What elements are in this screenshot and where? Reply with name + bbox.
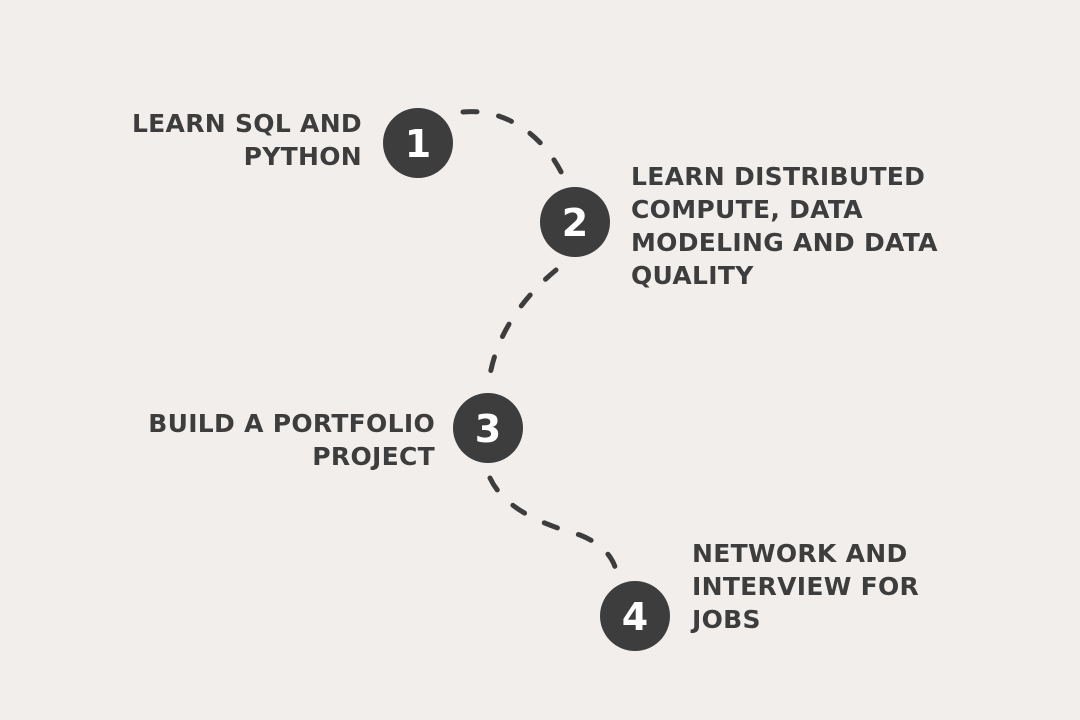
dashed-connector-2-3 (485, 267, 559, 393)
step-marker-4: 4 (600, 581, 670, 651)
dashed-connector-3-4 (487, 475, 619, 573)
step-marker-2: 2 (540, 187, 610, 257)
step-number-3: 3 (475, 407, 501, 451)
step-number-4: 4 (622, 595, 648, 639)
step-label-3: BUILD A PORTFOLIO PROJECT (148, 409, 435, 471)
step-marker-3: 3 (453, 393, 523, 463)
step-label-1: LEARN SQL AND PYTHON (131, 109, 362, 171)
step-label-4: NETWORK AND INTERVIEW FOR JOBS (692, 539, 920, 634)
step-label-2: LEARN DISTRIBUTED COMPUTE, DATA MODELING… (631, 162, 938, 290)
dashed-connector-1-2 (460, 109, 568, 183)
step-number-2: 2 (562, 201, 588, 245)
step-marker-1: 1 (383, 108, 453, 178)
step-number-1: 1 (405, 122, 431, 166)
